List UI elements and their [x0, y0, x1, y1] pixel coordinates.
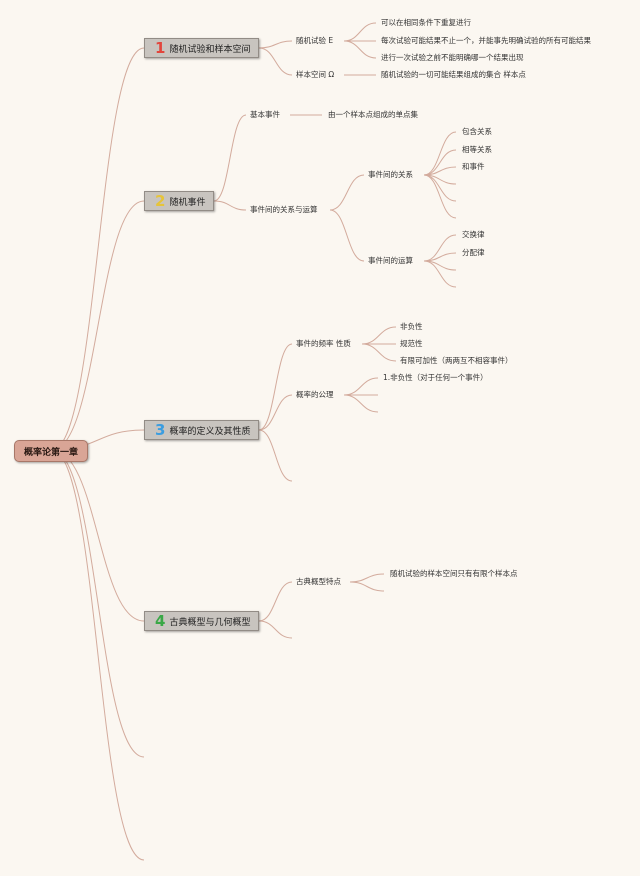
link-rel-item-2 — [423, 149, 457, 176]
rel-item-2[interactable]: 相等关系 — [462, 145, 492, 154]
link-rt-item-1 — [343, 22, 377, 42]
axioms-node[interactable]: 概率的公理 — [296, 390, 334, 399]
classical-node[interactable]: 古典概型特点 — [296, 577, 341, 586]
link-rel-item-1 — [423, 131, 457, 176]
sample-space-node[interactable]: 样本空间 Ω — [296, 70, 335, 79]
fp-item-2[interactable]: 规范性 — [400, 339, 423, 348]
link-t4-empty — [258, 620, 293, 639]
link-t2-basic-event — [213, 114, 247, 202]
topic-3-label: 概率的定义及其性质 — [169, 426, 251, 437]
link-operations — [329, 209, 365, 262]
link-root-empty-2 — [51, 449, 145, 861]
topic-3-number: 3 — [155, 421, 166, 439]
topic-4-node[interactable]: 4 古典概型与几何概型 — [144, 611, 259, 631]
root-label: 概率论第一章 — [23, 447, 78, 458]
rt-item-3[interactable]: 进行一次试验之前不能明确哪一个结果出现 — [381, 53, 524, 62]
topic-1-node[interactable]: 1 随机试验和样本空间 — [144, 38, 259, 58]
link-t2-relations-ops — [213, 200, 247, 211]
ss-item[interactable]: 随机试验的一切可能结果组成的集合 样本点 — [381, 70, 526, 79]
link-cl-item — [349, 573, 385, 583]
link-ax-item — [343, 377, 379, 396]
link-rel-empty-3 — [423, 174, 457, 219]
topic-2-number: 2 — [155, 192, 166, 210]
op-item-1[interactable]: 交换律 — [462, 230, 485, 239]
link-op-empty-2 — [423, 260, 457, 288]
link-ax-empty-2 — [343, 394, 379, 413]
link-relations — [329, 174, 365, 211]
rt-item-2[interactable]: 每次试验可能结果不止一个，并能事先明确试验的所有可能结果 — [381, 36, 591, 45]
topic-1-number: 1 — [155, 39, 166, 57]
freq-props-node[interactable]: 事件的频率 性质 — [296, 339, 351, 348]
topic-1-label: 随机试验和样本空间 — [169, 44, 251, 55]
fp-item-3[interactable]: 有限可加性（两两互不相容事件） — [400, 356, 513, 365]
op-item-2[interactable]: 分配律 — [462, 248, 485, 257]
random-trial-node[interactable]: 随机试验 E — [296, 36, 334, 45]
relations-ops-node[interactable]: 事件间的关系与运算 — [250, 205, 318, 214]
link-t4-classical — [258, 581, 293, 622]
topic-2-node[interactable]: 2 随机事件 — [144, 191, 214, 211]
link-t1-random-trial — [258, 40, 293, 49]
link-t3-freq-props — [258, 343, 293, 431]
topic-4-label: 古典概型与几何概型 — [169, 617, 251, 628]
link-root-topic-1 — [51, 47, 145, 451]
topic-2-label: 随机事件 — [169, 197, 206, 208]
cl-item[interactable]: 随机试验的样本空间只有有限个样本点 — [390, 569, 518, 578]
link-t3-empty — [258, 429, 293, 482]
fp-item-1[interactable]: 非负性 — [400, 322, 423, 331]
link-root-topic-4 — [51, 449, 145, 622]
ax-item[interactable]: 1.非负性（对于任何一个事件） — [383, 373, 488, 382]
topic-4-number: 4 — [155, 612, 166, 630]
link-cl-empty — [349, 581, 385, 592]
link-rt-item-3 — [343, 40, 377, 59]
topic-3-node[interactable]: 3 概率的定义及其性质 — [144, 420, 259, 440]
be-item[interactable]: 由一个样本点组成的单点集 — [328, 110, 418, 119]
link-op-item-1 — [423, 234, 457, 262]
root-node[interactable]: 概率论第一章 — [14, 440, 88, 462]
operations-node[interactable]: 事件间的运算 — [368, 256, 413, 265]
rel-item-3[interactable]: 和事件 — [462, 162, 485, 171]
relations-node[interactable]: 事件间的关系 — [368, 170, 413, 179]
rel-item-1[interactable]: 包含关系 — [462, 127, 492, 136]
link-t3-axioms — [258, 394, 293, 431]
basic-event-node[interactable]: 基本事件 — [250, 110, 280, 119]
link-fp-item-3 — [361, 343, 397, 362]
link-root-topic-2 — [51, 200, 145, 451]
link-root-empty-1 — [51, 449, 145, 758]
rt-item-1[interactable]: 可以在相同条件下重复进行 — [381, 18, 471, 27]
link-fp-item-1 — [361, 326, 397, 345]
link-t1-sample-space — [258, 47, 293, 76]
